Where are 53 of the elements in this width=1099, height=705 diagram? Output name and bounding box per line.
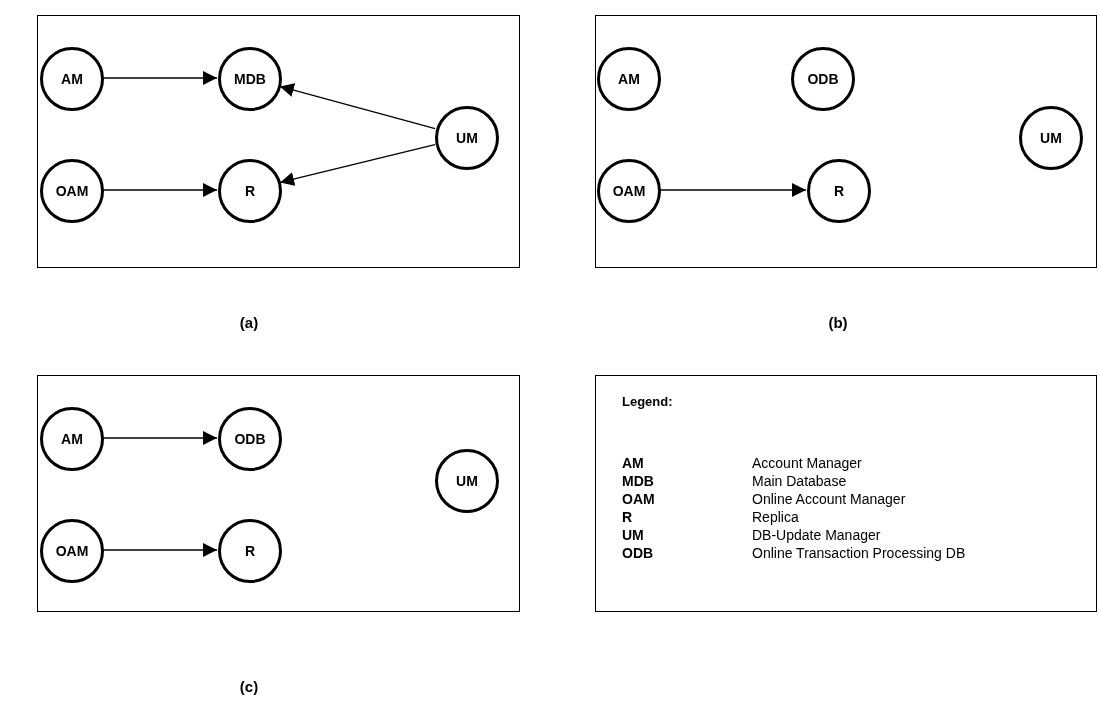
legend-abbreviation: R (622, 508, 634, 526)
legend-title: Legend: (622, 394, 673, 409)
node-label: OAM (612, 183, 646, 199)
legend-description: Online Account Manager (752, 490, 907, 508)
arrow (102, 543, 218, 557)
node-label: AM (618, 71, 640, 87)
arrow (279, 143, 436, 186)
node-label: ODB (807, 71, 839, 87)
legend-abbreviation: AM (622, 454, 645, 472)
node-label: ODB (234, 431, 266, 447)
node-circle (597, 159, 661, 223)
node-label: OAM (55, 543, 89, 559)
diagram-panel (595, 15, 1097, 268)
legend-description: Online Transaction Processing DB (752, 544, 966, 562)
arrow (102, 71, 218, 85)
legend-description: Replica (752, 508, 800, 526)
node-label: UM (456, 473, 478, 489)
legend-description: Account Manager (752, 454, 863, 472)
node-circle (40, 47, 104, 111)
diagram-panel (37, 15, 520, 268)
node-circle (791, 47, 855, 111)
node-label: OAM (55, 183, 89, 199)
arrow (102, 183, 218, 197)
panel-caption: (a) (239, 314, 259, 331)
node-label: R (244, 543, 256, 559)
arrow (102, 431, 218, 445)
legend-panel (595, 375, 1097, 612)
node-label: R (244, 183, 256, 199)
legend-abbreviation: OAM (622, 490, 656, 508)
legend-description: Main Database (752, 472, 848, 490)
legend-description: DB-Update Manager (752, 526, 882, 544)
node-circle (40, 407, 104, 471)
node-circle (597, 47, 661, 111)
panel-caption: (c) (239, 678, 259, 695)
node-label: AM (61, 431, 83, 447)
node-circle (435, 449, 499, 513)
node-circle (40, 519, 104, 583)
node-label: UM (456, 130, 478, 146)
node-circle (807, 159, 871, 223)
legend-abbreviation: UM (622, 526, 645, 544)
arrow (659, 183, 807, 197)
node-label: MDB (234, 71, 266, 87)
node-label: UM (1040, 130, 1062, 146)
legend-abbreviation: ODB (622, 544, 655, 562)
node-circle (40, 159, 104, 223)
legend-abbreviation: MDB (622, 472, 655, 490)
node-label: AM (61, 71, 83, 87)
panel-caption: (b) (828, 314, 848, 331)
node-circle (435, 106, 499, 170)
node-label: R (833, 183, 845, 199)
arrow (279, 83, 436, 130)
node-circle (1019, 106, 1083, 170)
diagram-panel (37, 375, 520, 612)
